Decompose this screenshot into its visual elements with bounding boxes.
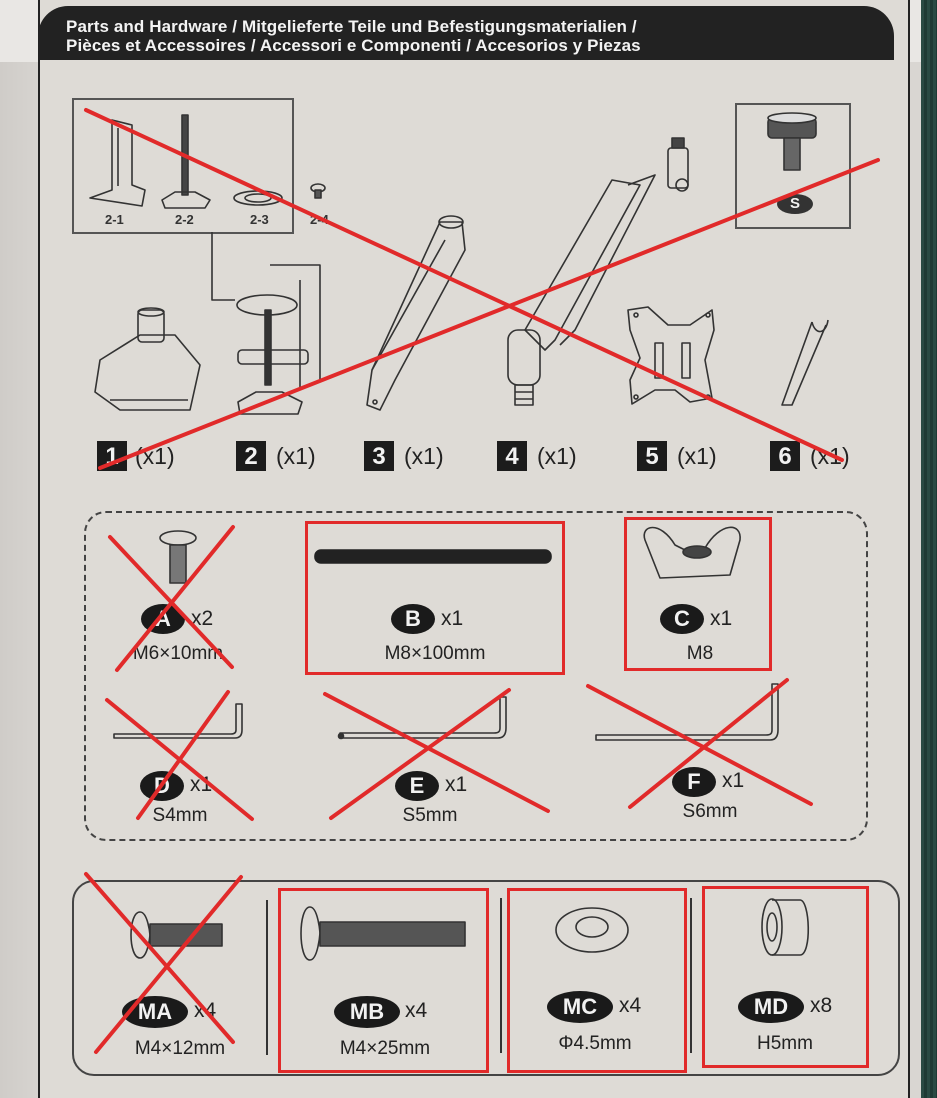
hardware-size-d: S4mm (152, 805, 208, 826)
hardware-count-mc: x4 (619, 994, 642, 1017)
divider (690, 898, 692, 1053)
hardware-code-f: F (672, 767, 716, 797)
highlight-box-b (305, 521, 565, 675)
hardware-code-md: MD (738, 991, 804, 1023)
hardware-code-ma: MA (122, 996, 188, 1028)
lower-arm-icon (366, 215, 466, 411)
cross-out-d-2 (136, 690, 230, 820)
cross-out-ma-2 (94, 875, 243, 1054)
hardware-count-e: x1 (445, 773, 468, 796)
hardware-size-mc: Φ4.5mm (558, 1033, 632, 1054)
hardware-count-md: x8 (810, 994, 833, 1017)
thumb-screw-icon (767, 112, 817, 171)
header-line-1: Parts and Hardware / Mitgelieferte Teile… (66, 17, 637, 36)
cross-out-a-2 (115, 525, 235, 672)
hardware-count-mb: x4 (405, 999, 428, 1022)
flat-head-screw-icon (159, 530, 197, 584)
section-header: Parts and Hardware / Mitgelieferte Teile… (38, 6, 894, 60)
subpart-label-2-1: 2-1 (105, 212, 124, 227)
divider (266, 900, 268, 1055)
hardware-group-dashed (84, 511, 868, 841)
part-number-2: 2 (236, 441, 266, 471)
part-number-5: 5 (637, 441, 667, 471)
hardware-count-f: x1 (722, 769, 745, 792)
hardware-count-b: x1 (441, 607, 464, 630)
hardware-size-c: M8 (686, 643, 714, 664)
threaded-rod-b-icon (314, 549, 552, 564)
header-line-2: Pièces et Accessoires / Accessori e Comp… (66, 36, 641, 55)
highlight-box-c (624, 517, 772, 671)
background-surface (0, 0, 40, 1098)
hardware-count-d: x1 (190, 773, 213, 796)
highlight-box-md (702, 886, 869, 1068)
part-qty-5: (x1) (677, 443, 717, 469)
wing-nut-icon (643, 526, 741, 579)
cable-cover-icon (781, 319, 829, 406)
part-number-4: 4 (497, 441, 527, 471)
green-cloth-background (921, 0, 937, 1098)
cross-out-f-1 (586, 684, 813, 806)
thumb-screw-box (735, 103, 851, 229)
small-screw-icon (310, 183, 326, 199)
part-qty-4: (x1) (537, 443, 577, 469)
highlight-box-mc (507, 888, 687, 1073)
part-number-3: 3 (364, 441, 394, 471)
vesa-plate-icon (627, 306, 715, 405)
hardware-size-md: H5mm (757, 1033, 813, 1054)
monitor-hardware-group (72, 880, 900, 1076)
hardware-size-e: S5mm (402, 805, 458, 826)
hardware-count-a: x2 (191, 607, 214, 630)
cross-out-e-1 (323, 692, 550, 813)
part-number-6: 6 (770, 441, 800, 471)
hardware-size-b: M8×100mm (384, 643, 486, 664)
hardware-size-a: M6×10mm (132, 643, 224, 664)
spacer-icon (761, 898, 810, 956)
thumb-screw-label: S (777, 194, 813, 214)
part-qty-3: (x1) (404, 443, 444, 469)
hardware-size-ma: M4×12mm (134, 1038, 226, 1059)
desk-base-icon (94, 307, 201, 411)
hex-key-s6-icon (595, 683, 779, 741)
hardware-code-e: E (395, 771, 439, 801)
cross-out-f-2 (628, 678, 789, 809)
cross-out-main-parts-b (98, 158, 880, 470)
machine-screw-long-icon (300, 906, 466, 961)
washer-icon (555, 907, 629, 953)
hardware-code-c: C (660, 604, 704, 634)
highlight-box-mb (278, 888, 489, 1073)
cross-out-e-2 (329, 688, 511, 820)
clamp-subparts-box (72, 98, 294, 234)
part-qty-2: (x1) (276, 443, 316, 469)
hardware-code-mb: MB (334, 996, 400, 1028)
hardware-code-mc: MC (547, 991, 613, 1023)
hex-key-s4-icon (113, 703, 243, 739)
hardware-size-f: S6mm (682, 801, 738, 822)
clamp-bracket-icon (89, 119, 146, 207)
hardware-size-mb: M4×25mm (339, 1038, 431, 1059)
subpart-label-2-2: 2-2 (175, 212, 194, 227)
divider (500, 898, 502, 1053)
gas-spring-arm-icon (507, 137, 689, 406)
hardware-code-b: B (391, 604, 435, 634)
cross-out-main-parts-a (84, 108, 844, 462)
cross-out-ma-1 (84, 872, 235, 1044)
hardware-count-c: x1 (710, 607, 733, 630)
subpart-label-2-3: 2-3 (250, 212, 269, 227)
